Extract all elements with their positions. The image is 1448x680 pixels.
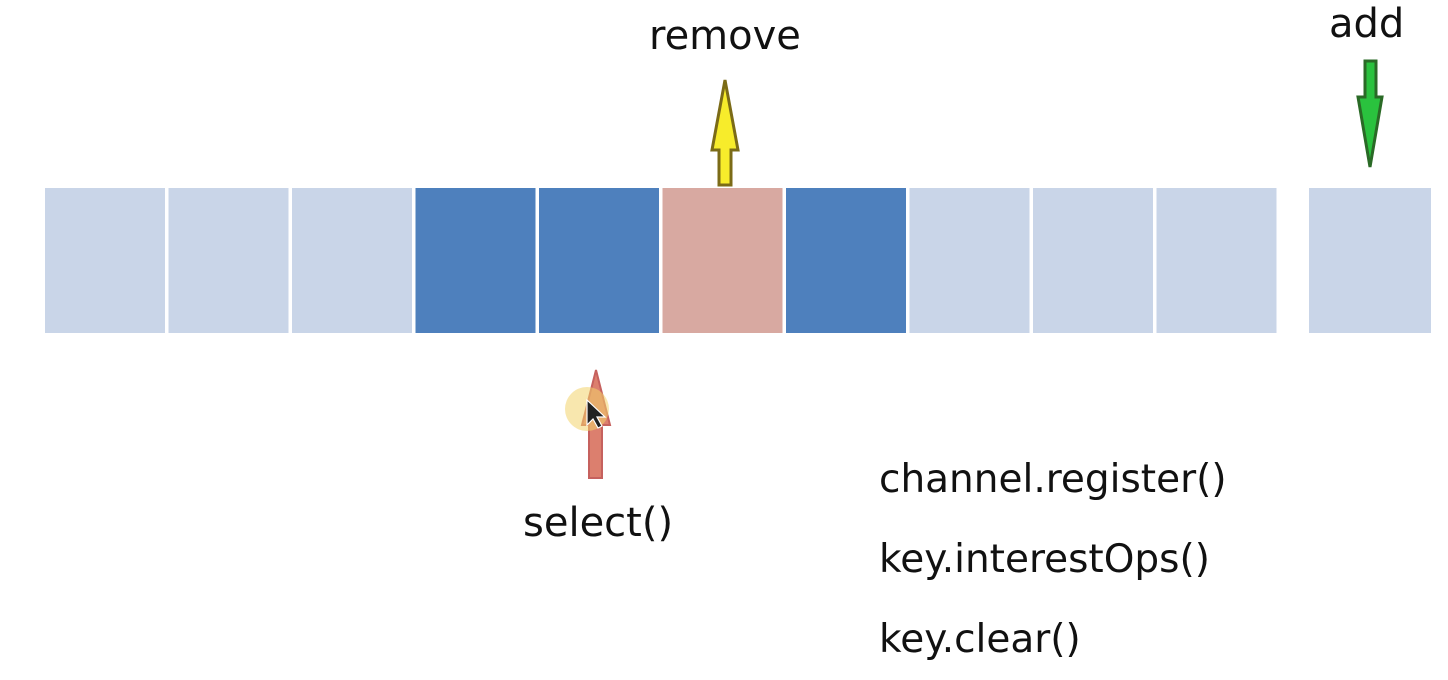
slot-selected (415, 188, 536, 333)
slot-empty (1033, 188, 1153, 333)
slot-empty (1156, 188, 1277, 333)
add-label: add (1329, 1, 1405, 47)
method-key-interest-ops: key.interestOps() (879, 537, 1210, 582)
extra-slot-group (1309, 188, 1431, 333)
slot-empty (292, 188, 412, 333)
slot-selected (539, 188, 659, 333)
method-key-clear: key.clear() (879, 617, 1081, 662)
mouse-pointer-icon (586, 398, 607, 429)
slot-removed (662, 188, 783, 333)
add-arrow (1356, 59, 1384, 168)
method-channel-register: channel.register() (879, 457, 1227, 502)
slot-empty (909, 188, 1030, 333)
slot-new-empty (1309, 188, 1431, 333)
slot-empty (45, 188, 165, 333)
remove-label: remove (649, 13, 801, 59)
select-label: select() (523, 500, 674, 546)
slot-empty (168, 188, 289, 333)
remove-arrow (710, 79, 740, 187)
slot-row (45, 188, 1277, 333)
method-list: channel.register() key.interestOps() key… (879, 440, 1227, 680)
slot-selected (786, 188, 906, 333)
